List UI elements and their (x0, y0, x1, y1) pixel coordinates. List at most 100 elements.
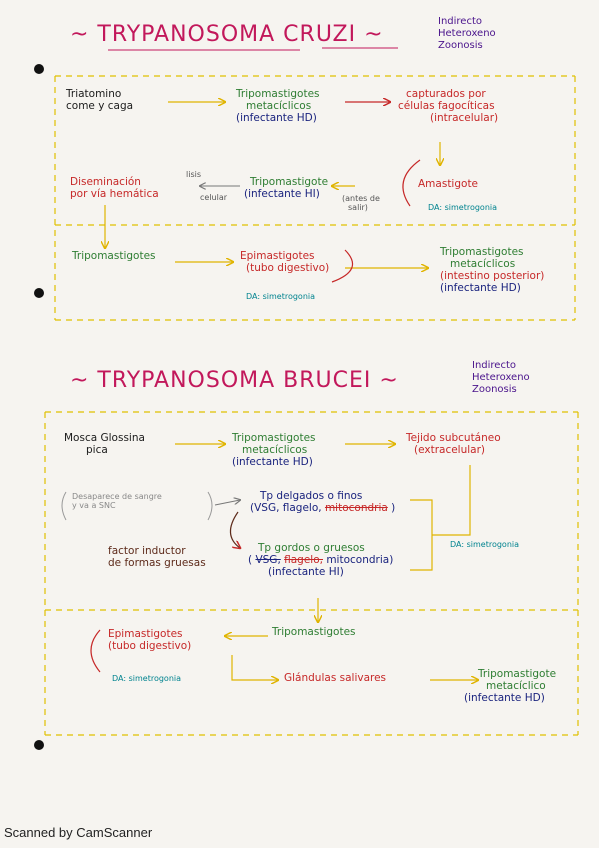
text: VSG, (255, 554, 281, 567)
line: (infectante HI) (244, 188, 320, 201)
trypo-metaciclicos: Tripomastigotes metacíclicos (infectante… (232, 432, 316, 468)
text: (VSG, flagelo, (250, 502, 322, 515)
line: Tripomastigote (478, 668, 557, 680)
line: y va a SNC (72, 501, 116, 511)
text: mitocondria) (326, 554, 394, 567)
side-line: Indirecto (438, 16, 482, 27)
trypo-metaciclicos: Tripomastigotes metacíclicos (infectante… (236, 88, 320, 124)
line: metacíclicos (246, 100, 312, 113)
division-note: DA: simetrogonia (246, 292, 316, 301)
line: Tp gordos o gruesos (258, 542, 365, 554)
bracket (410, 499, 433, 571)
line: Tripomastigotes (440, 246, 524, 258)
title-cruzi: ~ TRYPANOSOMA CRUZI ~ (70, 22, 384, 47)
side-line: Heteroxeno (472, 372, 530, 383)
arrow (231, 655, 278, 680)
division-note: DA: simetrogonia (450, 540, 520, 549)
arrow (214, 500, 240, 506)
tripomastigotes: Tripomastigotes (272, 626, 356, 638)
paren (207, 491, 213, 521)
epimastigotes: Epimastigotes (tubo digestivo) (108, 628, 191, 652)
line: Tripomastigote (250, 176, 329, 188)
line: metacíclicos (242, 444, 308, 457)
side-line: Zoonosis (472, 384, 517, 395)
tripomastigotes: Tripomastigotes (72, 250, 156, 262)
line: Epimastigotes (240, 250, 315, 262)
punch-hole (34, 64, 44, 74)
brucei-cycle-type: Indirecto Heteroxeno Zoonosis (472, 360, 530, 396)
antes-de-salir-note: (antes de salir) (342, 194, 380, 212)
arrow-curve (229, 511, 240, 548)
division-note: DA: simetrogonia (112, 674, 182, 683)
line: pica (86, 444, 108, 457)
factor-inductor: factor inductor de formas gruesas (108, 545, 206, 569)
amastigote: Amastigote (418, 178, 479, 190)
side-line: Heteroxeno (438, 28, 496, 39)
diseminacion-label: Diseminación por vía hemática (70, 176, 159, 200)
celular-note: celular (200, 193, 228, 202)
line: Tejido subcutáneo (406, 432, 501, 444)
line: células fagocíticas (398, 100, 495, 113)
line: (tubo digestivo) (108, 640, 192, 653)
line: (intracelular) (430, 112, 499, 125)
line: metacíclico (486, 680, 546, 693)
line: Diseminación (70, 176, 141, 188)
line: (infectante HD) (464, 692, 545, 705)
punch-hole (34, 740, 44, 750)
text: ( (248, 554, 253, 567)
line: salir) (348, 203, 368, 213)
line: Triatomino (66, 88, 122, 100)
lisis-note: lisis (186, 170, 202, 179)
tripomastigote: Tripomastigote (infectante HI) (244, 176, 328, 200)
vector-label: Triatomino come y caga (66, 88, 133, 112)
line: Tripomastigotes (236, 88, 320, 100)
line: (extracelular) (414, 444, 486, 457)
text: flagelo, (284, 554, 323, 567)
tp-gordos: Tp gordos o gruesos ( VSG, flagelo, mito… (248, 542, 393, 578)
side-line: Indirecto (472, 360, 516, 371)
punch-hole (34, 288, 44, 298)
trypo-metaciclicos-2: Tripomastigote metacíclico (infectante H… (464, 668, 557, 704)
line: (antes de (342, 194, 380, 203)
tp-delgados: Tp delgados o finos (VSG, flagelo, mitoc… (250, 490, 395, 514)
epimastigotes: Epimastigotes (tubo digestivo) (240, 250, 329, 274)
text: mitocondria (324, 502, 388, 515)
line: de formas gruesas (108, 557, 206, 570)
line: Tp delgados o finos (260, 490, 363, 502)
paren (61, 491, 67, 521)
bracket (432, 465, 471, 536)
side-line: Zoonosis (438, 40, 483, 51)
desaparece-note: Desaparece de sangre y va a SNC (72, 492, 162, 510)
line: (infectante HD) (440, 282, 521, 295)
line: ( VSG, flagelo, mitocondria) (248, 554, 393, 566)
arrow-curve (90, 629, 101, 673)
line: (intestino posterior) (440, 270, 545, 283)
arrow-curve (331, 249, 354, 283)
cruzi-cycle-type: Indirecto Heteroxeno Zoonosis (438, 16, 496, 52)
text: ) (391, 502, 396, 515)
arrow-curve (402, 159, 421, 207)
line: (infectante HD) (232, 456, 313, 469)
line: Mosca Glossina (64, 432, 145, 444)
line: metacíclicos (450, 258, 516, 271)
line: (VSG, flagelo, mitocondria ) (250, 502, 395, 514)
division-note: DA: simetrogonia (428, 203, 498, 212)
line: Desaparece de sangre (72, 492, 162, 501)
scanner-footer: Scanned by CamScanner (4, 825, 153, 840)
line: (infectante HI) (268, 566, 344, 579)
line: (infectante HD) (236, 112, 317, 125)
tejido-label: Tejido subcutáneo (extracelular) (406, 432, 501, 456)
title-brucei: ~ TRYPANOSOMA BRUCEI ~ (70, 368, 399, 393)
capturados-label: capturados por células fagocíticas (intr… (398, 88, 498, 124)
line: come y caga (66, 100, 134, 113)
trypo-metaciclicos-2: Tripomastigotes metacíclicos (intestino … (440, 246, 544, 294)
line: (tubo digestivo) (246, 262, 330, 275)
line: Tripomastigotes (232, 432, 316, 444)
line: Epimastigotes (108, 628, 183, 640)
vector-label: Mosca Glossina pica (64, 432, 145, 456)
glandulas-salivares: Glándulas salivares (284, 672, 387, 684)
line: por vía hemática (70, 188, 159, 201)
line: factor inductor (108, 545, 186, 557)
